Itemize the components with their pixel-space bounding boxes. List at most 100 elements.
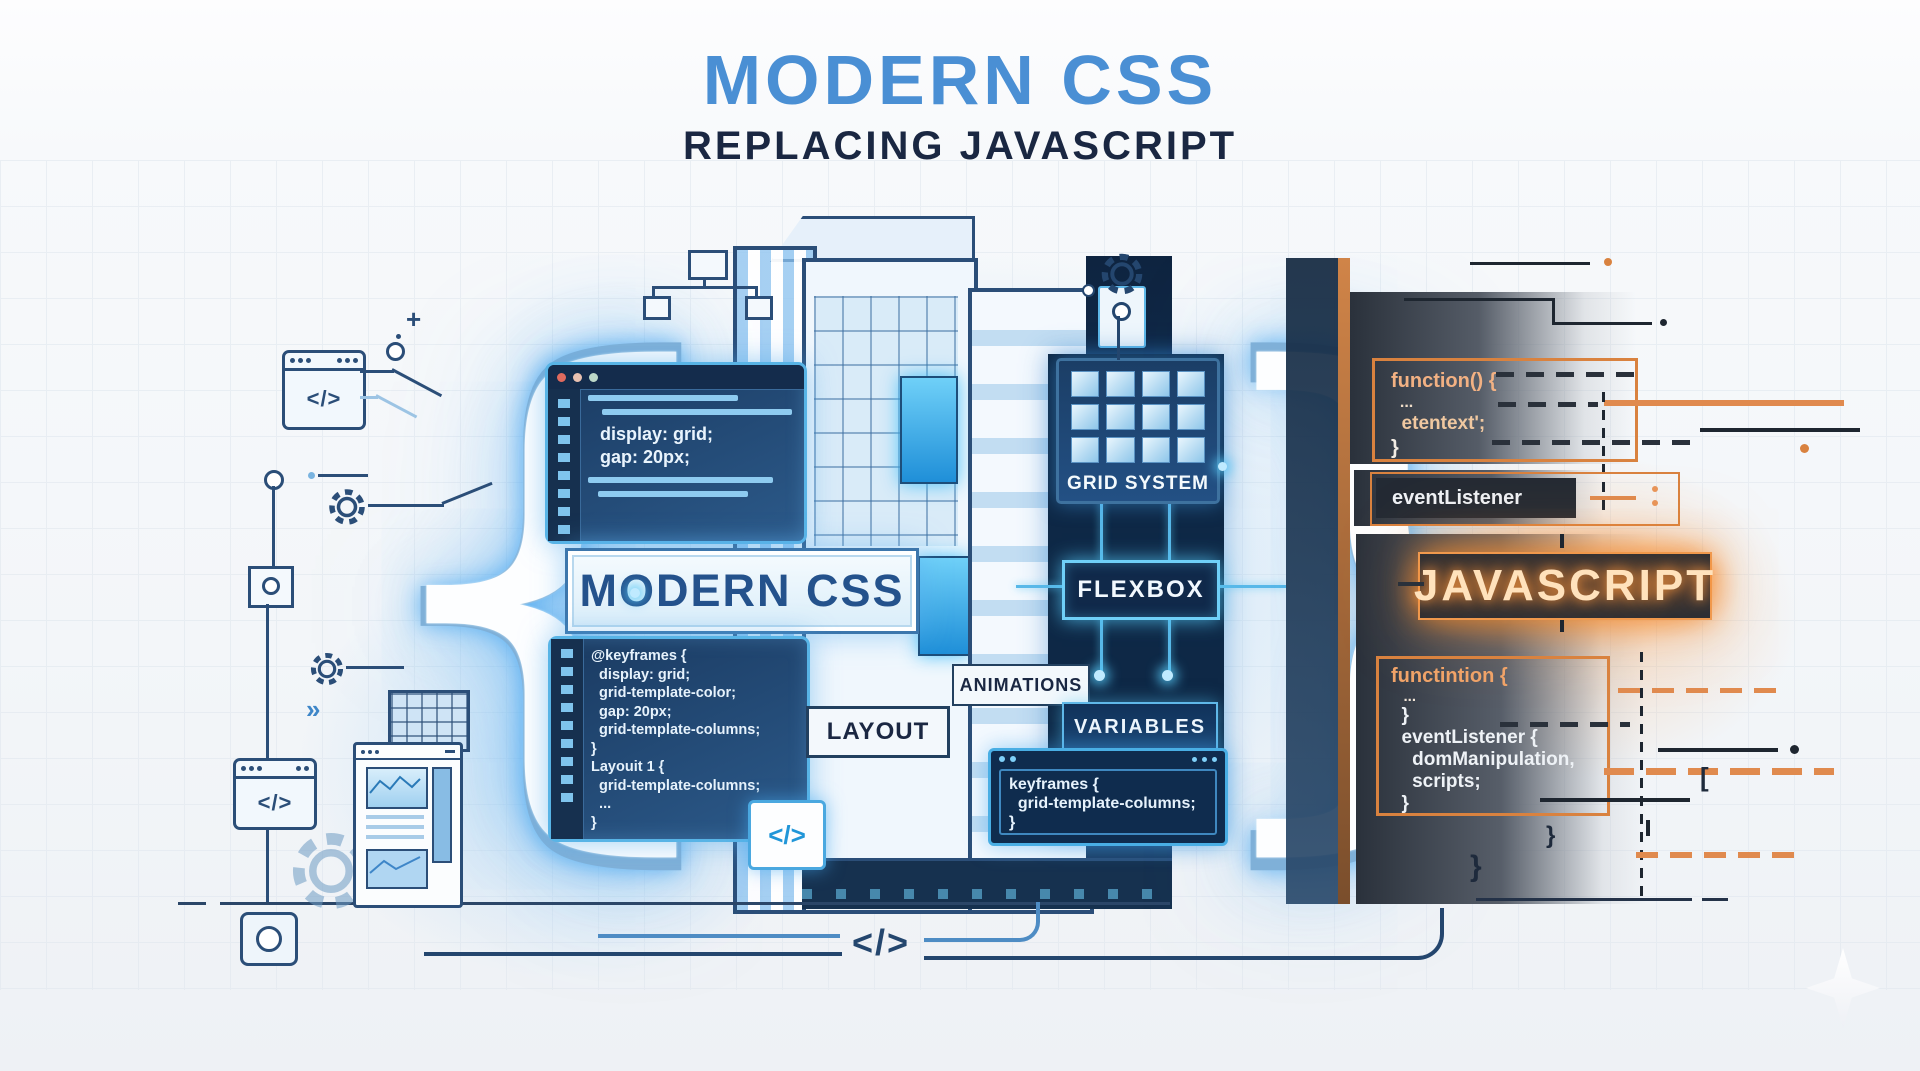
circuit-trace-vertical [272,486,275,568]
code-line: function() { [1391,370,1497,392]
editor-titlebar [548,365,804,390]
js-function-box: function() { ... etentext'; } [1372,358,1638,462]
code-line: } [591,740,597,757]
stray-brace: } [1470,850,1482,883]
code-tag-icon: </> [257,790,293,815]
window-dot [999,756,1005,762]
code-line-redacted [588,477,773,483]
redacted-code-bar [1700,428,1860,432]
code-line: } [1391,705,1409,726]
circuit-trace [346,666,404,669]
window-dot [1010,756,1016,762]
tree-branch [652,286,758,289]
stray-brace: } [1546,822,1556,849]
tree-stem [755,286,758,296]
circuit-node [1094,670,1105,681]
circuit-line [1470,262,1590,265]
redacted-code-dashes [1492,440,1692,445]
redacted-code-bar [1658,748,1778,752]
grid-system-panel: GRID SYSTEM [1056,358,1220,504]
redacted-code-dashes [1496,372,1636,377]
gear-icon [310,652,344,686]
code-tag-icon: </> [306,386,342,411]
tick-mark [1560,620,1564,632]
code-tag-card: </> [748,800,826,870]
tree-leaf-node [745,296,773,320]
circuit-trace-vertical [266,604,269,902]
circuit-node [256,926,282,952]
code-line: gap: 20px; [600,447,691,467]
mockup-text-rows [366,815,424,839]
flexbox-label: FLEXBOX [1062,560,1220,620]
event-listener-bar: eventListener [1376,478,1576,518]
js-lower-box: functintion { ... } eventListener { domM… [1376,656,1610,816]
code-line: grid-template-color; [591,685,737,701]
layout-label: LAYOUT [806,706,950,758]
building-base [802,858,1172,909]
animations-label: ANIMATIONS [952,664,1090,706]
redacted-code-bar-orange [1604,400,1844,406]
circuit-node-orange [1800,444,1809,453]
tree-stem [703,277,706,287]
circuit-line [1100,498,1103,562]
page-mockup [353,742,463,908]
bottom-right-line [1476,898,1692,901]
css-editor-top: display: grid; gap: 20px; [545,362,807,544]
code-line: } [1391,793,1409,814]
window-dot-green [589,372,598,382]
building-screen-bottom [918,556,970,656]
javascript-label: JAVASCRIPT [1414,552,1713,620]
code-line: functintion { [1391,665,1508,687]
modern-css-label: MODERN CSS [565,548,919,634]
circuit-node [1790,745,1799,754]
js-edge-dark [1286,258,1338,904]
page-subtitle: REPLACING JAVASCRIPT [682,124,1238,168]
js-backdrop-top [1350,292,1636,464]
circuit-node [386,342,405,361]
keyframes-panel: keyframes { grid-template-columns; } [988,748,1228,846]
circuit-node [1660,319,1667,326]
code-tag-bottom: </> [852,922,911,963]
circuit-trace [318,474,368,477]
code-line: Layouit 1 { [591,759,665,775]
circuit-line [1100,614,1103,672]
code-line: domManipulation, [1391,749,1575,770]
mockup-sidebar [432,767,452,863]
code-line: } [1391,437,1399,459]
circuit-line [1016,585,1062,588]
glow-node [630,588,640,598]
bracket-glyph: [ [1700,762,1709,792]
redacted-code-bar [1540,798,1690,802]
window-dot-pink [573,372,582,382]
tree-stem [652,286,655,296]
plus-mark: + [406,304,422,334]
window-dot [1212,756,1217,762]
grid-system-label: GRID SYSTEM [1067,473,1209,494]
code-line: ... [591,796,612,812]
code-tag-icon: </> [768,819,806,850]
redacted-code-dashes [1636,852,1796,858]
circuit-line [1404,298,1554,301]
circuit-node-orange [1604,258,1612,266]
code-line: grid-template-columns; [591,722,761,738]
connector-dash [1398,582,1424,586]
editor-code: display: grid; gap: 20px; [588,395,796,535]
variables-label: VARIABLES [1062,702,1218,752]
code-line: } [591,814,597,831]
code-line: gap: 20px; [591,703,672,720]
redacted-code-dashes [1498,402,1598,407]
code-line: display: grid; [600,424,714,444]
mockup-image-box [366,849,428,889]
code-line: ... [1391,394,1414,411]
circuit-line [1552,322,1652,325]
slab-window [1098,286,1146,348]
window-dot [1202,756,1207,762]
tree-leaf-node [643,296,671,320]
circuit-node [1162,670,1173,681]
window-dot [1192,756,1197,762]
code-line: eventListener { [1391,727,1538,748]
circuit-node-small [1082,284,1095,297]
gear-icon [329,489,365,525]
circuit-node [262,577,280,595]
